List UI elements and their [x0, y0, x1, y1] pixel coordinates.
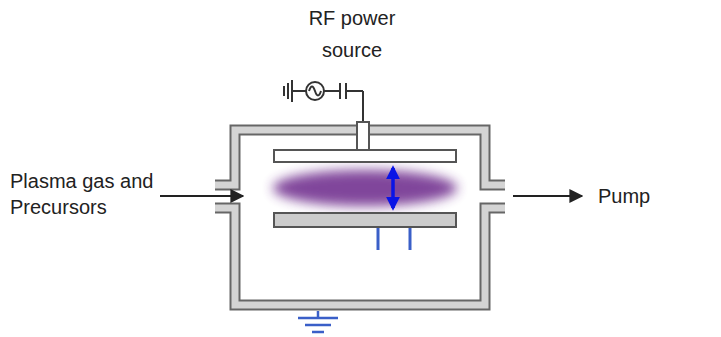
source-label: RF power source — [293, 2, 411, 66]
inlet-arrow — [160, 195, 243, 197]
inlet-label: Plasma gas and Precursors — [10, 168, 160, 220]
electrode-support — [378, 228, 410, 250]
top-electrode — [274, 150, 456, 162]
bottom-electrode — [274, 213, 456, 227]
outlet-arrow — [513, 195, 582, 197]
chamber-wall — [215, 130, 505, 305]
pump-label: Pump — [598, 184, 708, 208]
rf-circuit — [284, 80, 363, 124]
electrode-stem — [357, 122, 369, 150]
plasma-glow — [273, 170, 457, 206]
gap-arrow — [391, 168, 395, 208]
ground-symbol — [298, 311, 338, 332]
